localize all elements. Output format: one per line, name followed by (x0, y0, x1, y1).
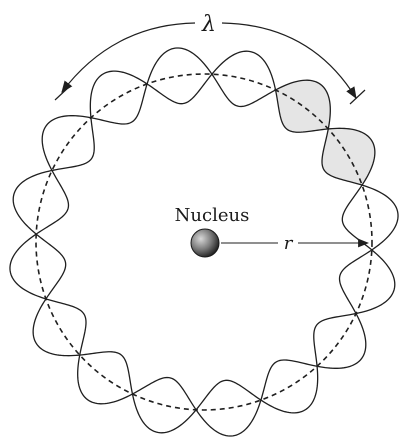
wavelength-tick-left (55, 86, 70, 100)
nucleus-label: Nucleus (175, 205, 250, 226)
radius-indicator: r (221, 233, 368, 254)
wavelength-arc-left (62, 23, 195, 92)
shaded-lobes (276, 80, 375, 185)
wavelength-label: λ (201, 12, 216, 37)
nucleus-sphere (191, 229, 219, 257)
nucleus: Nucleus (175, 205, 250, 257)
radius-label: r (284, 233, 294, 254)
